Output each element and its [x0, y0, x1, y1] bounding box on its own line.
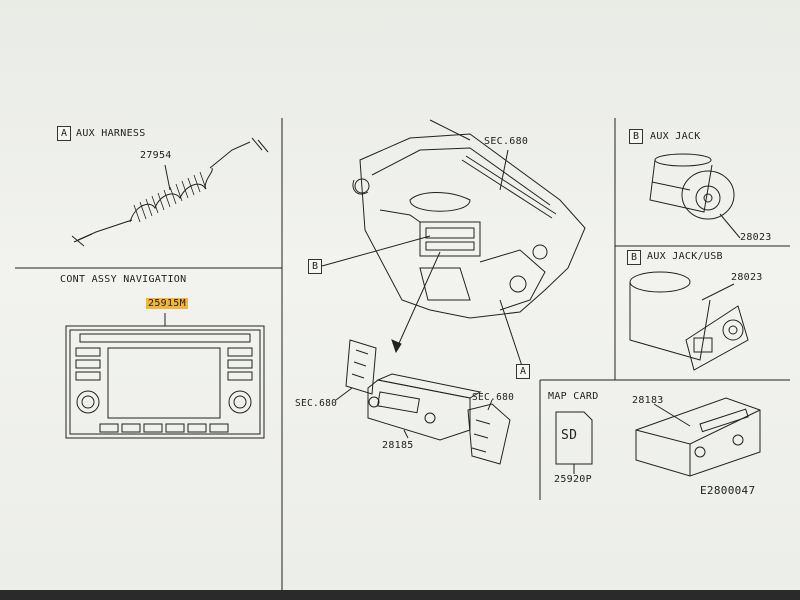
monitor-bezel	[0, 590, 800, 600]
radio-unit-part-number: 28183	[632, 395, 664, 406]
aux-jack-usb-part-number: 28023	[731, 272, 763, 283]
callout-b: B	[308, 259, 322, 274]
dashboard-drawing	[321, 119, 586, 367]
sec-680-top-label: SEC.680	[484, 136, 529, 147]
aux-harness-drawing	[71, 137, 269, 247]
diagram-id: E2800047	[700, 484, 756, 497]
map-card-title: MAP CARD	[548, 391, 599, 402]
callout-a: A	[516, 364, 530, 379]
aux-jack-usb-title: AUX JACK/USB	[647, 251, 723, 262]
aux-harness-title: AUX HARNESS	[76, 128, 146, 139]
navigation-title: CONT ASSY NAVIGATION	[60, 274, 187, 285]
map-card-part-number: 25920P	[554, 474, 592, 485]
section-a-letter: A	[57, 126, 71, 141]
radio-unit-drawing	[635, 397, 761, 477]
sec-680-left-label: SEC.680	[295, 398, 338, 409]
sd-card-label: SD	[561, 428, 578, 443]
aux-jack-part-number: 28023	[740, 232, 772, 243]
aux-jack-drawing	[649, 153, 741, 239]
map-card-drawing	[555, 411, 593, 474]
aux-harness-part-number: 27954	[140, 150, 172, 161]
aux-jack-title: AUX JACK	[650, 131, 701, 142]
section-b-usb-letter: B	[627, 250, 641, 265]
head-unit-drawing	[335, 339, 511, 465]
navigation-part-number: 25915M	[146, 298, 188, 309]
navigation-unit-drawing	[65, 313, 265, 439]
head-unit-part-number: 28185	[382, 440, 414, 451]
sec-680-right-label: SEC.680	[472, 392, 515, 403]
section-b-letter: B	[629, 129, 643, 144]
aux-jack-usb-drawing	[629, 271, 749, 371]
